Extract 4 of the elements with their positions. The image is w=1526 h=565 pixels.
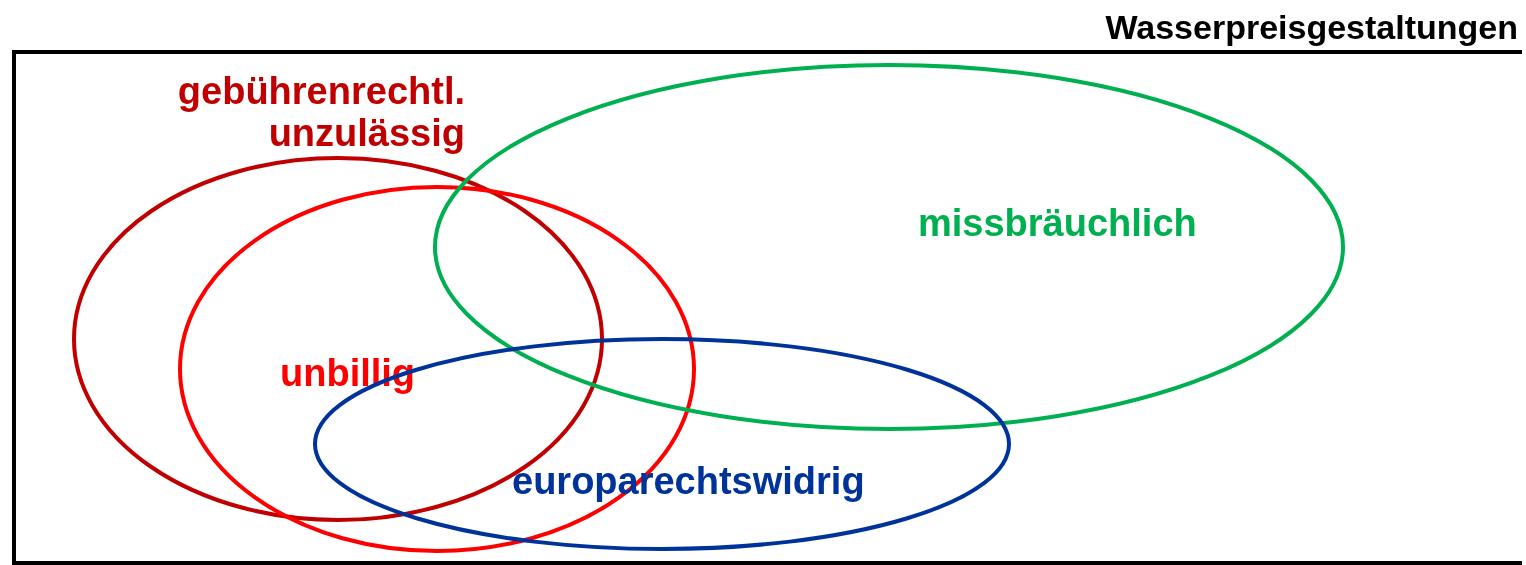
diagram-heading: Wasserpreisgestaltungen [1104, 8, 1518, 46]
set-label: missbräuchlich [918, 202, 1198, 244]
set-label: gebührenrechtl. unzulässig [176, 70, 465, 154]
set-label: unbillig [280, 352, 417, 394]
